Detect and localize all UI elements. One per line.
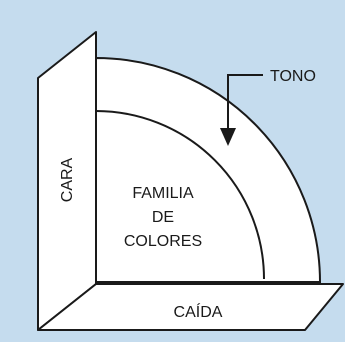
cara-label: CARA bbox=[59, 157, 76, 202]
tono-quarter-disc bbox=[95, 56, 322, 283]
tono-arrowhead bbox=[220, 128, 236, 146]
familia-label-line3: COLORES bbox=[124, 233, 202, 250]
familia-label-line1: FAMILIA bbox=[132, 185, 194, 202]
caida-panel bbox=[37, 283, 344, 331]
caida-label: CAÍDA bbox=[174, 302, 223, 321]
familia-label-line2: DE bbox=[152, 209, 174, 226]
tono-pointer-line bbox=[227, 74, 263, 130]
tono-label: TONO bbox=[270, 68, 316, 85]
familia-inner-arc bbox=[95, 110, 265, 280]
